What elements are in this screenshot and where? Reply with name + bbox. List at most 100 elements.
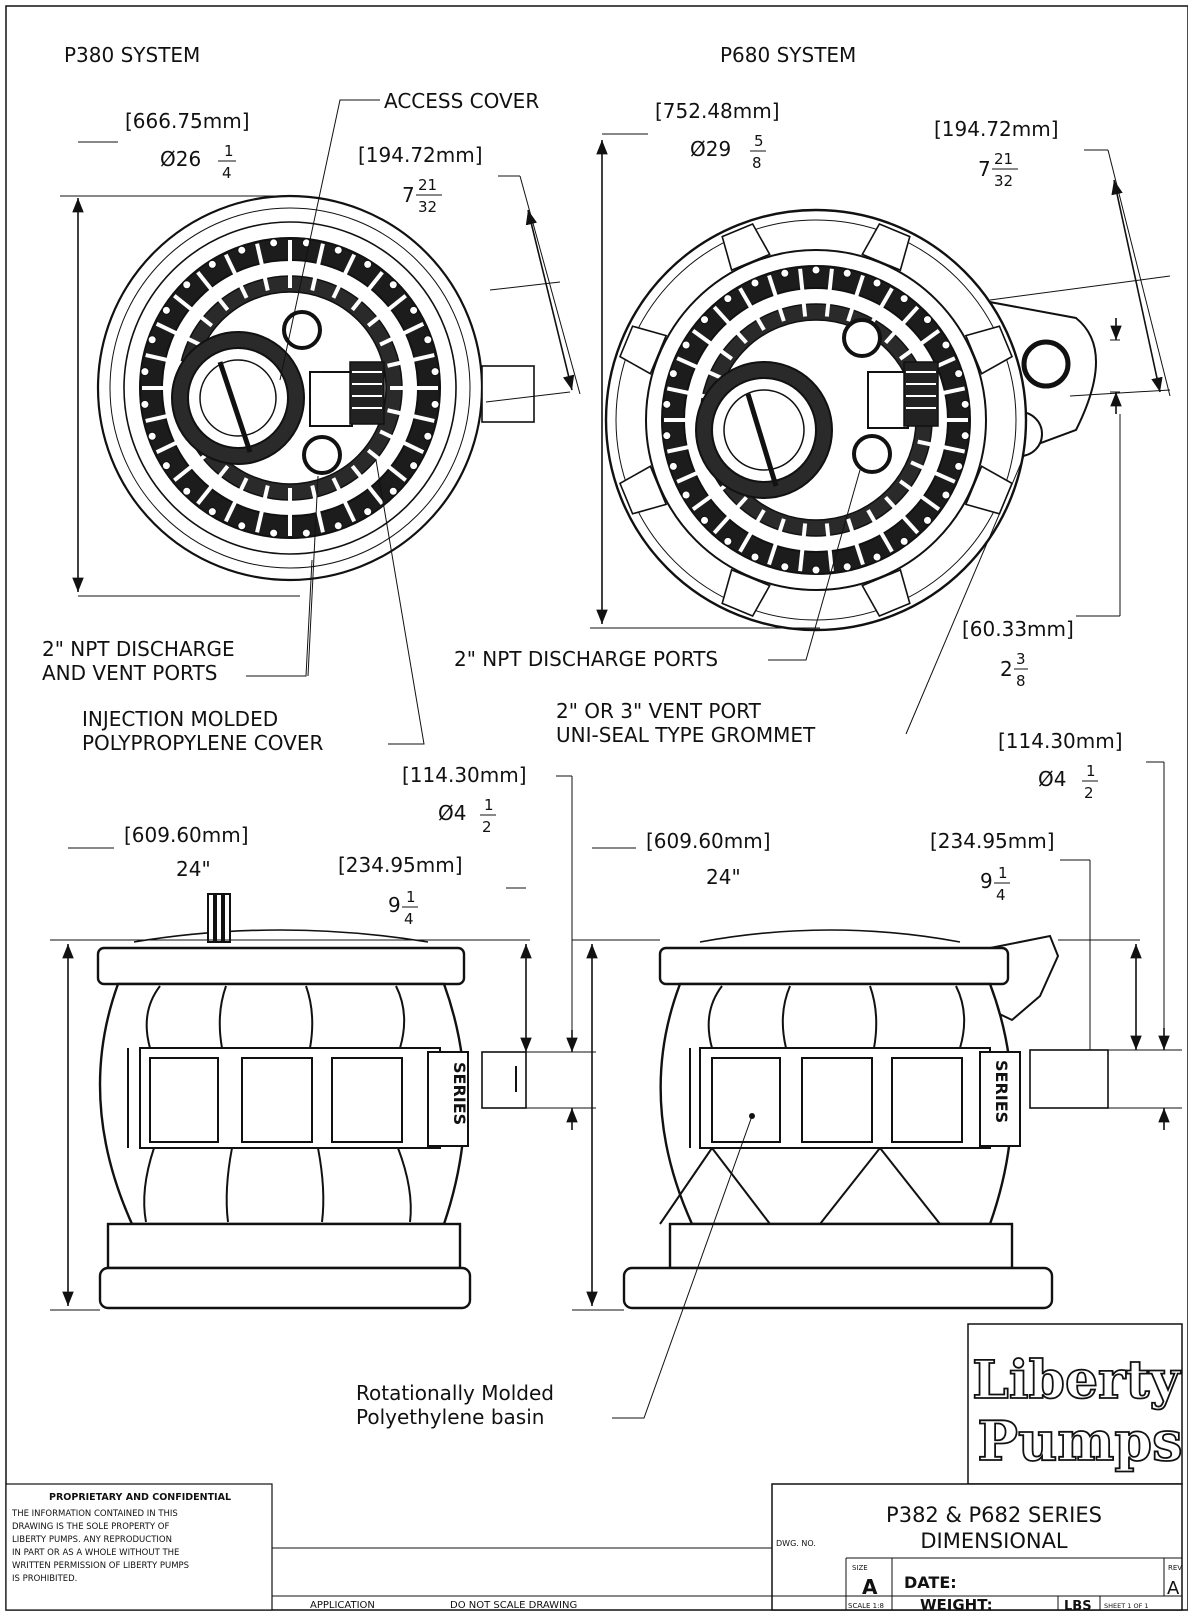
p680-pipe-frac-den: 2 — [1084, 784, 1094, 802]
cover-bolt — [960, 399, 970, 409]
cover-rib — [350, 464, 384, 505]
drawing-title-line1: P382 & P682 SERIES — [886, 1503, 1102, 1527]
p380-offset-in: 7 — [402, 183, 415, 207]
p380-pipe-in: Ø4 — [438, 801, 466, 825]
cover-rib — [884, 305, 920, 345]
cover-bolt — [662, 399, 672, 409]
cover-bolt — [662, 431, 672, 441]
basin-label-line1: Rotationally Molded — [356, 1381, 554, 1405]
cover-bolt — [842, 562, 852, 572]
cover-bolt — [750, 278, 760, 288]
cover-bolt — [811, 565, 821, 575]
p680-diameter-frac-den: 8 — [752, 154, 762, 172]
proprietary-line: LIBERTY PUMPS. ANY REPRODUCTION — [12, 1535, 172, 1545]
basin-rib — [861, 568, 911, 618]
size-label: SIZE — [852, 1564, 868, 1572]
cover-bolt — [668, 461, 678, 471]
date-label: DATE: — [904, 1573, 957, 1592]
cover-bolt — [872, 278, 882, 288]
cover-rib — [196, 464, 230, 505]
cover-bolt — [430, 367, 440, 377]
cover-rib — [196, 271, 230, 312]
cover-rib — [387, 353, 435, 368]
cover-rib — [331, 477, 357, 523]
p380-top-view — [96, 194, 535, 582]
cover-rib — [155, 321, 201, 347]
application-label: APPLICATION — [310, 1600, 375, 1611]
drawing-title-line2: DIMENSIONAL — [920, 1529, 1068, 1553]
p380-pipe-mm: [114.30mm] — [402, 763, 527, 787]
cover-rib — [223, 477, 249, 523]
p680-vent-in: 2 — [1000, 657, 1013, 681]
cover-bolt — [333, 245, 343, 255]
cover-bolt — [182, 280, 192, 290]
vent-port-label-line1: 2" OR 3" VENT PORT — [556, 699, 762, 723]
p380-side-view: SERIES — [96, 893, 527, 1310]
p380-height-in: 24" — [176, 857, 211, 881]
cover-bolt — [723, 294, 733, 304]
do-not-scale-label: DO NOT SCALE DRAWING — [450, 1600, 577, 1611]
p380-diameter-mm: [666.75mm] — [125, 109, 250, 133]
proprietary-box — [5, 1483, 273, 1611]
scale-label: SCALE 1:8 — [848, 1602, 884, 1610]
cover-bolt — [161, 461, 171, 471]
cover-bolt — [237, 245, 247, 255]
cover-bolt — [811, 265, 821, 275]
cover-bolt — [780, 268, 790, 278]
cover-bolt — [140, 399, 150, 409]
cover-rib — [387, 408, 435, 423]
cover-bolt — [960, 431, 970, 441]
p680-diameter-in: Ø29 — [690, 137, 731, 161]
cover-rib — [223, 253, 249, 299]
p380-port-mm: [234.95mm] — [338, 853, 463, 877]
cover-rib — [173, 294, 214, 328]
basin-rib — [618, 325, 668, 375]
cover-bolt — [423, 335, 433, 345]
cover-rib — [310, 485, 325, 533]
cover-bolt — [899, 294, 909, 304]
p380-height-mm: [609.60mm] — [124, 823, 249, 847]
basin-rib — [721, 222, 771, 272]
p380-offset-mm: [194.72mm] — [358, 143, 483, 167]
cover-rib — [366, 448, 407, 482]
cover-rib — [379, 429, 425, 455]
p680-port-frac-num: 1 — [998, 864, 1008, 882]
cover-bolt — [872, 552, 882, 562]
sheet-border — [5, 5, 1188, 1611]
cover-bolt — [363, 507, 373, 517]
cover-bolt — [409, 461, 419, 471]
cover-bolt — [269, 238, 279, 248]
cover-rib — [379, 321, 425, 347]
cover-rib — [350, 271, 384, 312]
p680-view-title: P680 SYSTEM — [720, 43, 856, 67]
cover-rib — [910, 460, 956, 484]
p680-diameter-frac-num: 5 — [754, 132, 764, 150]
discharge-vent-label-line2: AND VENT PORTS — [42, 661, 217, 685]
cover-bolt — [430, 399, 440, 409]
logo-line1: Liberty — [972, 1350, 1181, 1411]
p680-offset-mm: [194.72mm] — [934, 117, 1059, 141]
rev-label: REV — [1168, 1564, 1182, 1572]
p380-diameter-in: Ø26 — [160, 147, 201, 171]
cover-bolt — [147, 431, 157, 441]
discharge-vent-label-line1: 2" NPT DISCHARGE — [42, 637, 235, 661]
weight-unit: LBS — [1064, 1599, 1092, 1614]
cover-rib — [712, 495, 748, 535]
basin-rib — [964, 325, 1014, 375]
p380-series-label: SERIES — [450, 1062, 469, 1125]
p680-top-view: II — [604, 208, 1097, 632]
cover-rib — [767, 518, 786, 566]
p380-port-frac-num: 1 — [406, 888, 416, 906]
cover-rib — [366, 294, 407, 328]
p680-side-view: SERIES — [622, 929, 1109, 1310]
cover-bolt — [954, 461, 964, 471]
p380-pipe-frac-num: 1 — [484, 796, 494, 814]
cover-bolt — [207, 507, 217, 517]
cover-rib — [738, 287, 766, 331]
p380-diameter-frac-num: 1 — [224, 142, 234, 160]
discharge-ports-label: 2" NPT DISCHARGE PORTS — [454, 647, 718, 671]
cover-material-label-line1: INJECTION MOLDED — [82, 707, 278, 731]
proprietary-text: THE INFORMATION CONTAINED IN THISDRAWING… — [11, 1509, 189, 1584]
p680-offset-frac-den: 32 — [994, 172, 1013, 190]
